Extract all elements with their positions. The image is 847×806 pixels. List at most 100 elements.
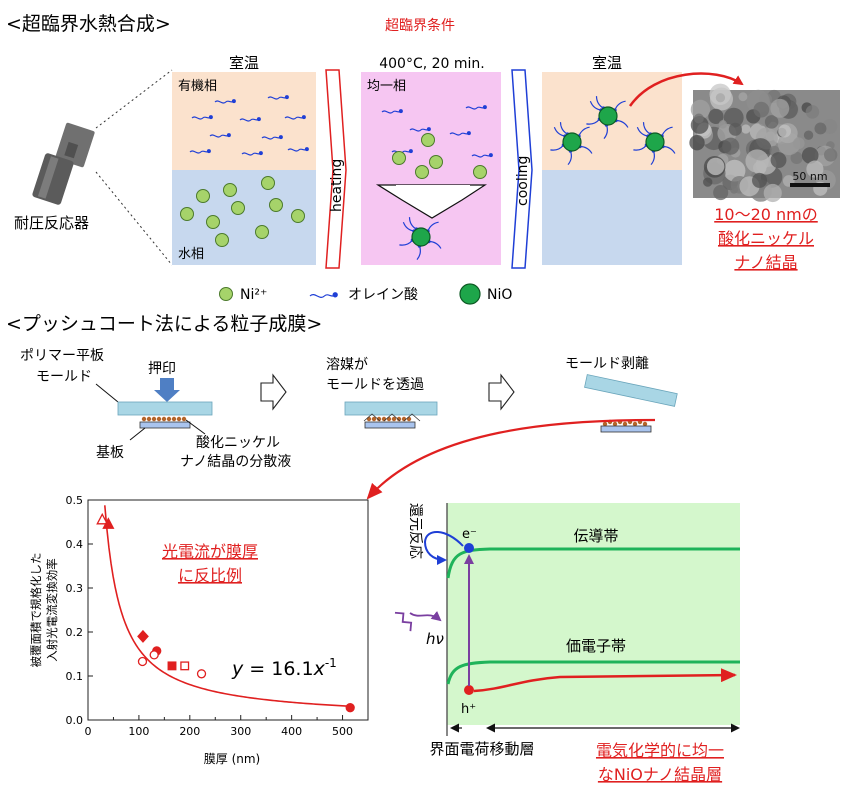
pressure-reactor-icon (32, 122, 95, 205)
water-phase (542, 170, 682, 265)
oleic-acid-molecule (391, 149, 413, 154)
ni-ion (180, 207, 194, 221)
water-phase-label: 水相 (178, 247, 204, 262)
organic-phase-label: 有機相 (178, 79, 217, 94)
conduction-band-label: 伝導帯 (573, 527, 618, 545)
panel3-temperature: 室温 (592, 54, 622, 72)
mold-label-line2: モールド (36, 369, 92, 385)
ni-ion (261, 176, 275, 190)
data-point-triangle (102, 517, 115, 529)
press-arrow-icon (154, 378, 180, 402)
x-tick-label: 300 (230, 725, 251, 738)
y-tick-label: 0.0 (66, 714, 84, 727)
oleic-acid-molecule (189, 149, 211, 154)
ni-ion (215, 233, 229, 247)
section2-title: <プッシュコート法による粒子成膜> (6, 313, 322, 335)
oleic-acid-molecule (309, 292, 338, 298)
photon-arrow (409, 611, 442, 622)
data-point-diamond (137, 629, 149, 643)
ni-ion (415, 165, 429, 179)
legend: Ni²⁺ オレイン酸 NiO (219, 283, 512, 305)
push-coat-step1 (117, 401, 213, 429)
y-tick-label: 0.5 (66, 494, 84, 507)
ni-ion (269, 198, 283, 212)
x-tick-label: 100 (128, 725, 149, 738)
substrate-label: 基板 (96, 444, 124, 461)
ni-ion-icon (219, 287, 233, 301)
oleic-acid-icon (309, 292, 338, 298)
y-tick-label: 0.1 (66, 670, 84, 683)
push-coat-step3 (584, 374, 678, 433)
ni-ions (180, 176, 305, 247)
mold-label: ポリマー平板 (20, 348, 104, 364)
oleic-acid-molecules (189, 95, 309, 156)
oleic-acid-molecule (381, 109, 403, 114)
ni-ion (429, 155, 443, 169)
hole-transport-arrow (473, 668, 737, 693)
nio-icon (459, 283, 481, 305)
link-arrow-to-chart (366, 418, 656, 500)
photon-wave-icon (394, 611, 413, 632)
data-point-circle-open (149, 650, 159, 660)
ni-ion (421, 133, 435, 147)
oleic-acid-molecule (239, 117, 261, 122)
legend-nio: NiO (487, 287, 512, 303)
valence-band-line (446, 660, 740, 685)
section1-title: <超臨界水熱合成> (6, 13, 171, 35)
legend-oleic-acid: オレイン酸 (348, 287, 418, 303)
legend-ni: Ni²⁺ (240, 287, 267, 303)
step-arrow-2 (488, 373, 515, 411)
svg-text:酸化ニッケル: 酸化ニッケル (718, 229, 814, 248)
hole-dot (464, 685, 474, 695)
press-label: 押印 (148, 361, 176, 377)
reactor-label: 耐圧反応器 (14, 214, 89, 232)
reduction-arrow (423, 531, 464, 565)
oleic-acid-molecule (191, 115, 213, 120)
tem-scale-bar-label: 50 nm (792, 170, 827, 183)
nio-particle (586, 96, 629, 140)
fit-curve (104, 505, 353, 708)
ni-ion (473, 165, 487, 179)
reduction-label: 還元反応 (407, 503, 423, 559)
svg-text:10〜20 nmの: 10〜20 nmの (714, 205, 818, 224)
oleic-acid-molecule (261, 135, 283, 140)
zoom-arrow (628, 72, 744, 107)
y-tick-label: 0.4 (66, 538, 84, 551)
y-axis-label-line2: 入射光電流変換効率 (45, 558, 59, 662)
x-tick-label: 200 (179, 725, 200, 738)
ni-ions (392, 133, 487, 179)
nio-particle (399, 217, 442, 261)
step-arrow-1 (260, 373, 287, 411)
ni-ion (255, 225, 269, 239)
x-tick-label: 500 (332, 725, 353, 738)
oleic-acid-molecule (284, 115, 306, 120)
y-axis-label: 被覆面積で規格化した (29, 553, 43, 668)
heating-label: heating (329, 159, 345, 212)
photon-label: hν (426, 630, 444, 648)
data-point-triangle-open (96, 512, 109, 525)
step2-label-line2: モールドを透過 (326, 377, 424, 393)
hole-label: h⁺ (461, 702, 476, 717)
chart-annotation-line2: に反比例 (178, 566, 242, 585)
nio-particle (550, 122, 593, 166)
x-axis-label: 膜厚 (nm) (204, 752, 260, 766)
data-point-circle (345, 703, 355, 713)
electron-dot (464, 543, 474, 553)
ni-ion (231, 201, 245, 215)
band-diagram: 伝導帯 価電子帯 e⁻ h⁺ 還元反応 hν 界面電荷移動層 電気化学的に均一 … (394, 503, 740, 784)
nio-nanocrystals (550, 96, 676, 166)
oleic-acid-molecule (267, 95, 289, 100)
oleic-acid-molecule (465, 105, 487, 110)
result-caption: 10〜20 nmの 酸化ニッケル ナノ結晶 (714, 205, 818, 272)
y-tick-label: 0.2 (66, 626, 84, 639)
valence-band-label: 価電子帯 (566, 637, 626, 655)
oleic-acid-molecule (287, 147, 309, 152)
x-tick-label: 400 (281, 725, 302, 738)
ni-ion (392, 151, 406, 165)
ni-ion (196, 189, 210, 203)
data-point-circle-open (137, 656, 148, 667)
x-tick-label: 0 (85, 725, 92, 738)
supercritical-condition-title: 超臨界条件 (385, 17, 455, 34)
